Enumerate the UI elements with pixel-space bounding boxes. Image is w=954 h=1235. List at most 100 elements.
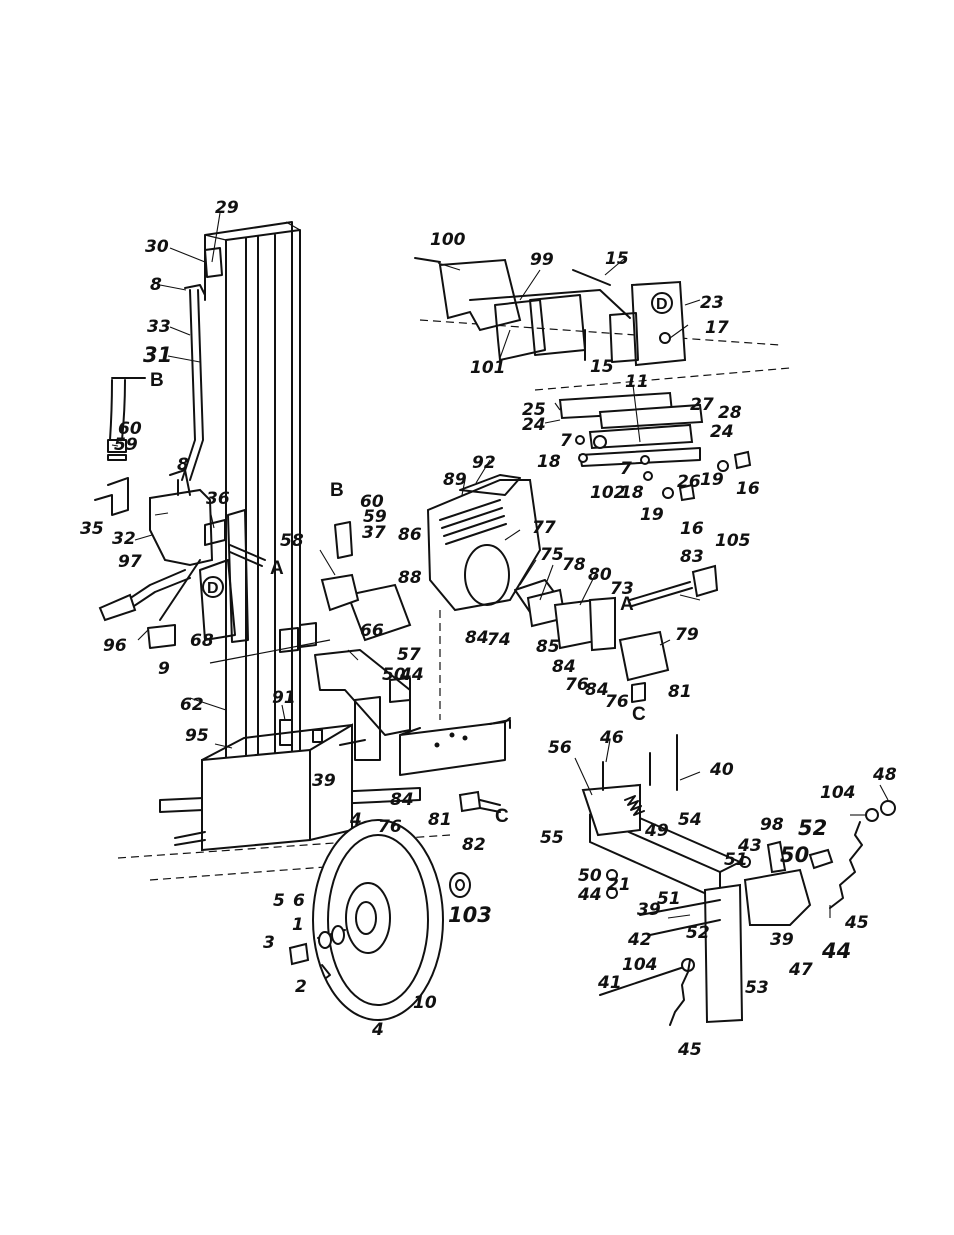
spacer-52 <box>808 848 834 870</box>
callout-3: 3 <box>263 933 275 953</box>
callout-104-right: 104 <box>820 783 856 803</box>
filter-fitting-37 <box>334 521 353 559</box>
callout-45-right: 45 <box>844 913 869 933</box>
axle-stub <box>489 719 511 729</box>
callout-35: 35 <box>80 519 104 539</box>
callout-105: 105 <box>715 531 751 551</box>
safety-chain-left <box>669 959 691 1026</box>
decal-d-circle-right <box>651 292 673 314</box>
spacer-102 <box>593 435 607 449</box>
cap-98 <box>766 840 787 874</box>
callout-25: 25 <box>522 400 546 420</box>
callout-88: 88 <box>398 568 422 588</box>
bolt-39 <box>339 739 366 746</box>
base-plate-26 <box>579 447 701 467</box>
hose-a-right <box>629 581 693 607</box>
decal-d-circle-left <box>202 576 224 598</box>
callout-39-right: 39 <box>770 930 794 950</box>
filter-head-58 <box>320 573 360 612</box>
connection-c-tank: C <box>495 806 509 827</box>
callout-44-left: 44 <box>577 885 602 905</box>
beam-assembly <box>117 221 511 881</box>
connection-b-left: B <box>150 370 164 391</box>
callout-84-lower: 84 <box>585 680 609 700</box>
callout-16-right: 16 <box>736 479 760 499</box>
callout-2: 2 <box>295 977 307 997</box>
callout-54: 54 <box>678 810 702 830</box>
nut-17 <box>659 332 671 344</box>
callout-9: 9 <box>158 659 170 679</box>
callout-29: 29 <box>215 198 239 218</box>
callout-4-bottom: 4 <box>371 1020 384 1040</box>
callout-75: 75 <box>540 545 564 565</box>
hose-a-left <box>229 544 266 567</box>
wheel-rim <box>345 882 391 954</box>
callout-18-right: 18 <box>620 483 644 503</box>
callout-60-filter: 60 <box>360 492 384 512</box>
callout-78: 78 <box>562 555 586 575</box>
washer-104a <box>865 808 879 822</box>
callout-97: 97 <box>118 552 142 572</box>
callout-5: 5 <box>273 891 285 911</box>
callout-76-lower: 76 <box>605 692 629 712</box>
wheel-hub <box>355 901 377 935</box>
callout-40: 40 <box>709 760 734 780</box>
bolt-16a <box>733 450 752 470</box>
beam-weld-plate <box>227 509 249 643</box>
connection-a-left: A <box>270 558 284 579</box>
handle-grip-96 <box>98 593 137 622</box>
return-tube <box>181 289 204 481</box>
mount-plate-50 <box>389 677 411 703</box>
fitting-9 <box>147 624 176 649</box>
frame-hole-1 <box>449 732 455 738</box>
callout-15-lower: 15 <box>590 357 614 377</box>
decal-d-left: D <box>207 580 219 597</box>
control-valve-group <box>94 247 266 649</box>
callout-103: 103 <box>448 903 492 927</box>
callout-58: 58 <box>280 531 304 551</box>
vertical-beam <box>204 221 301 761</box>
washer-7b <box>640 455 650 465</box>
spacer-plate-27 <box>598 403 704 430</box>
hub-cap-3 <box>288 942 310 966</box>
bearing-103-inner <box>455 879 465 891</box>
support-bracket <box>314 649 411 736</box>
connection-a-right: A <box>620 594 634 615</box>
callout-96: 96 <box>103 636 127 656</box>
callout-56: 56 <box>548 738 572 758</box>
callout-81: 81 <box>428 810 452 830</box>
nut-48 <box>880 800 896 816</box>
callout-53: 53 <box>745 978 769 998</box>
bolt-42 <box>649 919 721 936</box>
callout-18-left: 18 <box>537 452 561 472</box>
engine-flywheel <box>464 544 510 606</box>
callout-24-left: 24 <box>522 415 546 435</box>
callout-79: 79 <box>675 625 699 645</box>
callout-43: 43 <box>737 836 762 856</box>
callout-86: 86 <box>398 525 422 545</box>
connection-b-filter: B <box>330 480 344 501</box>
callout-11: 11 <box>625 372 649 392</box>
callout-84-pump: 84 <box>552 657 576 677</box>
bracket-plate-101 <box>494 299 546 361</box>
control-valve-body <box>149 488 214 567</box>
spring-49 <box>624 795 645 816</box>
callout-49: 49 <box>644 821 669 841</box>
callout-4-top: 4 <box>349 810 362 830</box>
bolt-15-top <box>572 269 611 286</box>
hydraulic-hose-b <box>109 379 126 441</box>
callout-82: 82 <box>462 835 486 855</box>
callout-6: 6 <box>293 891 305 911</box>
washer-50 <box>606 869 618 881</box>
tire-tread <box>327 834 429 1006</box>
mount-plate-d <box>199 559 236 641</box>
bracket-rod <box>469 289 631 319</box>
callout-52-left: 52 <box>686 923 710 943</box>
engine-cooling-fins <box>439 499 507 545</box>
callout-23: 23 <box>700 293 724 313</box>
washer-7a <box>575 435 585 445</box>
callout-50-left: 50 <box>578 866 602 886</box>
bolt-16b <box>678 483 696 502</box>
bolt-100 <box>414 257 441 263</box>
